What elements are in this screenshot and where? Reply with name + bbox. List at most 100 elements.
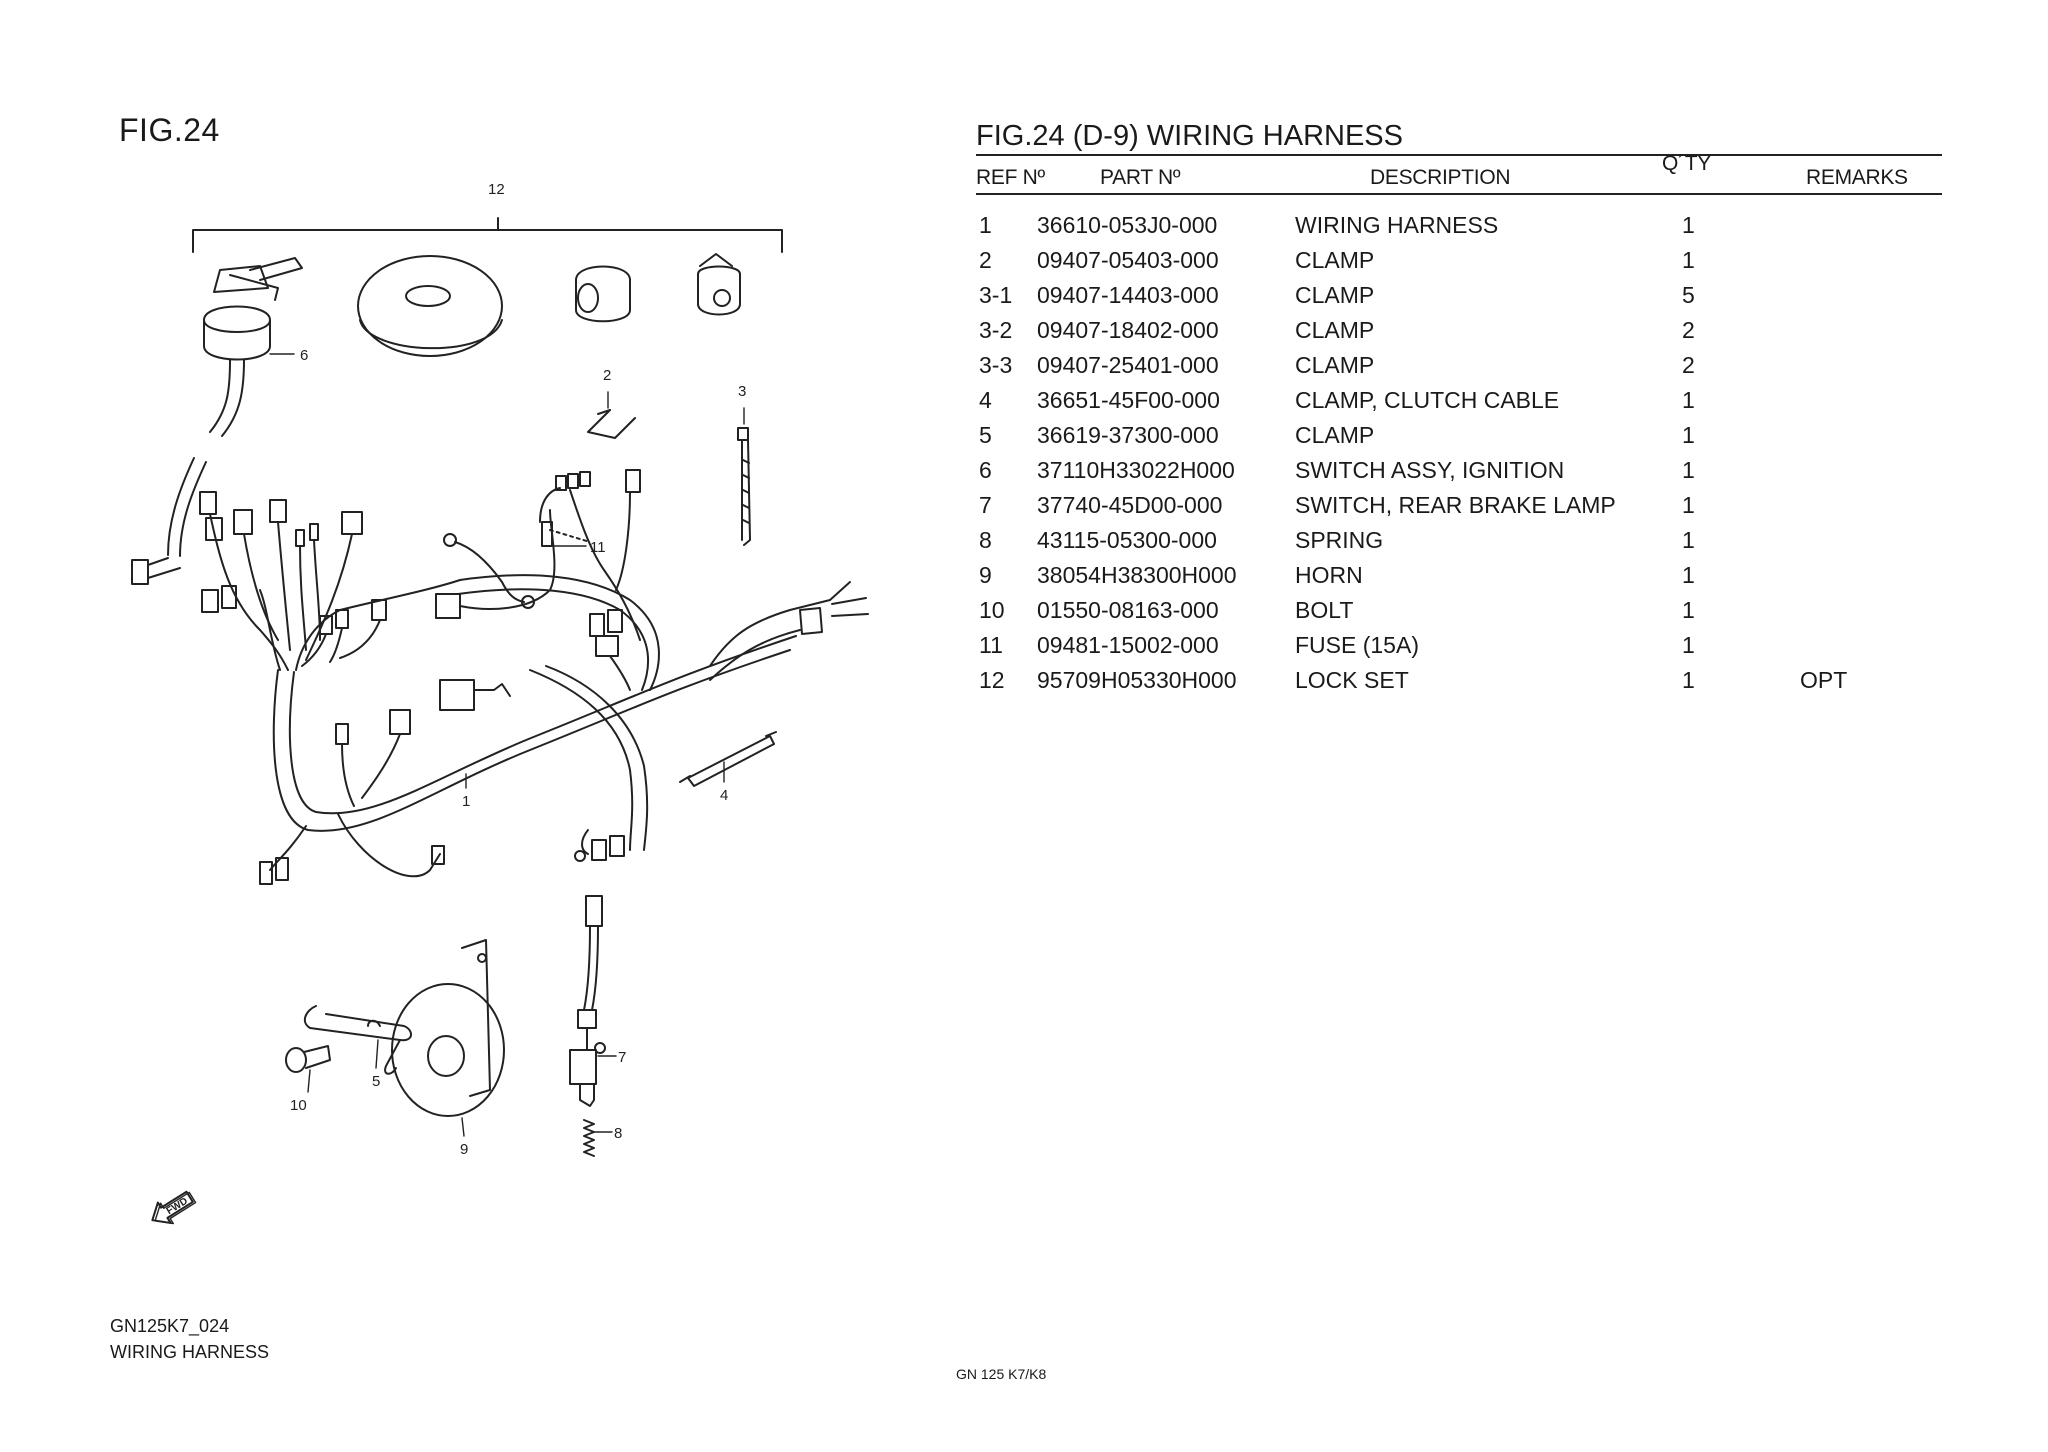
callout-1: 1 [462, 793, 470, 810]
table-row: 5 36619-37300-000 CLAMP 1 [0, 422, 2048, 457]
cell-qty: 1 [1682, 667, 1695, 693]
cell-ref: 2 [979, 247, 992, 273]
table-row: 7 37740-45D00-000 SWITCH, REAR BRAKE LAMP 1 [0, 492, 2048, 527]
cell-ref: 10 [979, 597, 1005, 623]
clutch-cable-clamp-drawing [679, 731, 777, 787]
cell-description: SWITCH ASSY, IGNITION [1295, 457, 1565, 483]
table-row: 4 36651-45F00-000 CLAMP, CLUTCH CABLE 1 [0, 387, 2048, 422]
cell-part: 09407-14403-000 [1037, 282, 1219, 308]
header-ref: REF Nº [976, 166, 1045, 189]
cell-qty: 1 [1682, 632, 1695, 658]
brake-lamp-switch-drawing [569, 895, 606, 1107]
cell-ref: 1 [979, 212, 992, 238]
table-rule-bottom [976, 193, 1942, 195]
cell-ref: 3-2 [979, 317, 1013, 343]
callout-2: 2 [603, 367, 611, 384]
connector-cluster-left [199, 491, 387, 671]
main-harness-drawing [259, 574, 869, 851]
callout-3: 3 [738, 383, 746, 400]
connector-center [439, 679, 511, 711]
callout-8: 8 [614, 1125, 622, 1142]
cell-part: 36619-37300-000 [1037, 422, 1219, 448]
cell-description: WIRING HARNESS [1295, 212, 1499, 238]
table-rule-top [976, 154, 1942, 156]
header-remarks: REMARKS [1806, 166, 1908, 189]
cell-part: 38054H38300H000 [1037, 562, 1237, 588]
cell-qty: 1 [1682, 527, 1695, 553]
cell-ref: 8 [979, 527, 992, 553]
cell-description: SWITCH, REAR BRAKE LAMP [1295, 492, 1616, 518]
cell-ref: 5 [979, 422, 992, 448]
cell-description: CLAMP [1295, 247, 1375, 273]
cell-description: LOCK SET [1295, 667, 1409, 693]
spring-8-drawing [583, 1119, 595, 1157]
callout-7: 7 [618, 1049, 626, 1066]
table-row: 8 43115-05300-000 SPRING 1 [0, 527, 2048, 562]
cell-description: CLAMP [1295, 282, 1375, 308]
connector-cluster-lower [259, 709, 625, 885]
cell-description: BOLT [1295, 597, 1354, 623]
wiring-harness-diagram: 12 6 2 3 11 1 4 7 5 10 9 8 FWD [131, 181, 869, 1225]
cell-ref: 12 [979, 667, 1005, 693]
cell-part: 36610-053J0-000 [1037, 212, 1218, 238]
cell-qty: 1 [1682, 492, 1695, 518]
cell-qty: 2 [1682, 317, 1695, 343]
header-description: DESCRIPTION [1370, 166, 1511, 189]
ignition-switch-drawing [131, 257, 303, 585]
cell-ref: 7 [979, 492, 992, 518]
seat-lock-drawing [575, 265, 631, 323]
table-row: 9 38054H38300H000 HORN 1 [0, 562, 2048, 597]
cell-description: SPRING [1295, 527, 1384, 553]
cell-part: 09407-05403-000 [1037, 247, 1219, 273]
cell-part: 09481-15002-000 [1037, 632, 1219, 658]
leader-lines [269, 353, 745, 1137]
footer-name: WIRING HARNESS [110, 1342, 270, 1362]
footer-code: GN125K7_024 [110, 1316, 230, 1336]
cell-qty: 1 [1682, 597, 1695, 623]
callout-12: 12 [488, 181, 505, 198]
helmet-lock-drawing [697, 253, 741, 316]
cell-qty: 1 [1682, 387, 1695, 413]
table-row: 12 95709H05330H000 LOCK SET 1 OPT [0, 667, 2048, 702]
cell-qty: 1 [1682, 422, 1695, 448]
cell-description: CLAMP [1295, 422, 1375, 448]
header-part: PART Nº [1100, 166, 1181, 189]
lock-set-bracket [192, 217, 783, 253]
cell-qty: 1 [1682, 562, 1695, 588]
forward-arrow-icon: FWD [151, 1190, 197, 1225]
callout-6: 6 [300, 347, 308, 364]
cell-remarks: OPT [1800, 667, 1848, 693]
cell-ref: 4 [979, 387, 992, 413]
cable-tie-3-drawing [737, 427, 751, 546]
header-qty: Q´TY [1662, 152, 1711, 175]
cell-description: CLAMP, CLUTCH CABLE [1295, 387, 1560, 413]
fuel-cap-drawing [357, 255, 503, 357]
cell-qty: 5 [1682, 282, 1695, 308]
cell-part: 37740-45D00-000 [1037, 492, 1223, 518]
callout-4: 4 [720, 787, 728, 804]
table-title: FIG.24 (D-9) WIRING HARNESS [976, 120, 1403, 152]
figure-label: FIG.24 [119, 112, 220, 148]
cell-description: CLAMP [1295, 317, 1375, 343]
clamp-5-drawing [303, 1005, 412, 1075]
cell-description: HORN [1295, 562, 1363, 588]
cell-part: 43115-05300-000 [1037, 527, 1217, 553]
cell-description: CLAMP [1295, 352, 1375, 378]
table-row: 11 09481-15002-000 FUSE (15A) 1 [0, 632, 2048, 667]
cell-ref: 11 [979, 632, 1003, 658]
cell-part: 09407-25401-000 [1037, 352, 1219, 378]
bolt-10-drawing [285, 1045, 331, 1073]
cell-ref: 9 [979, 562, 992, 588]
cell-description: FUSE (15A) [1295, 632, 1419, 658]
cell-part: 95709H05330H000 [1037, 667, 1237, 693]
cell-ref: 3-1 [979, 282, 1013, 308]
cell-qty: 1 [1682, 457, 1695, 483]
cell-part: 36651-45F00-000 [1037, 387, 1220, 413]
cell-ref: 6 [979, 457, 992, 483]
callout-5: 5 [372, 1073, 380, 1090]
callout-11: 11 [590, 539, 606, 556]
